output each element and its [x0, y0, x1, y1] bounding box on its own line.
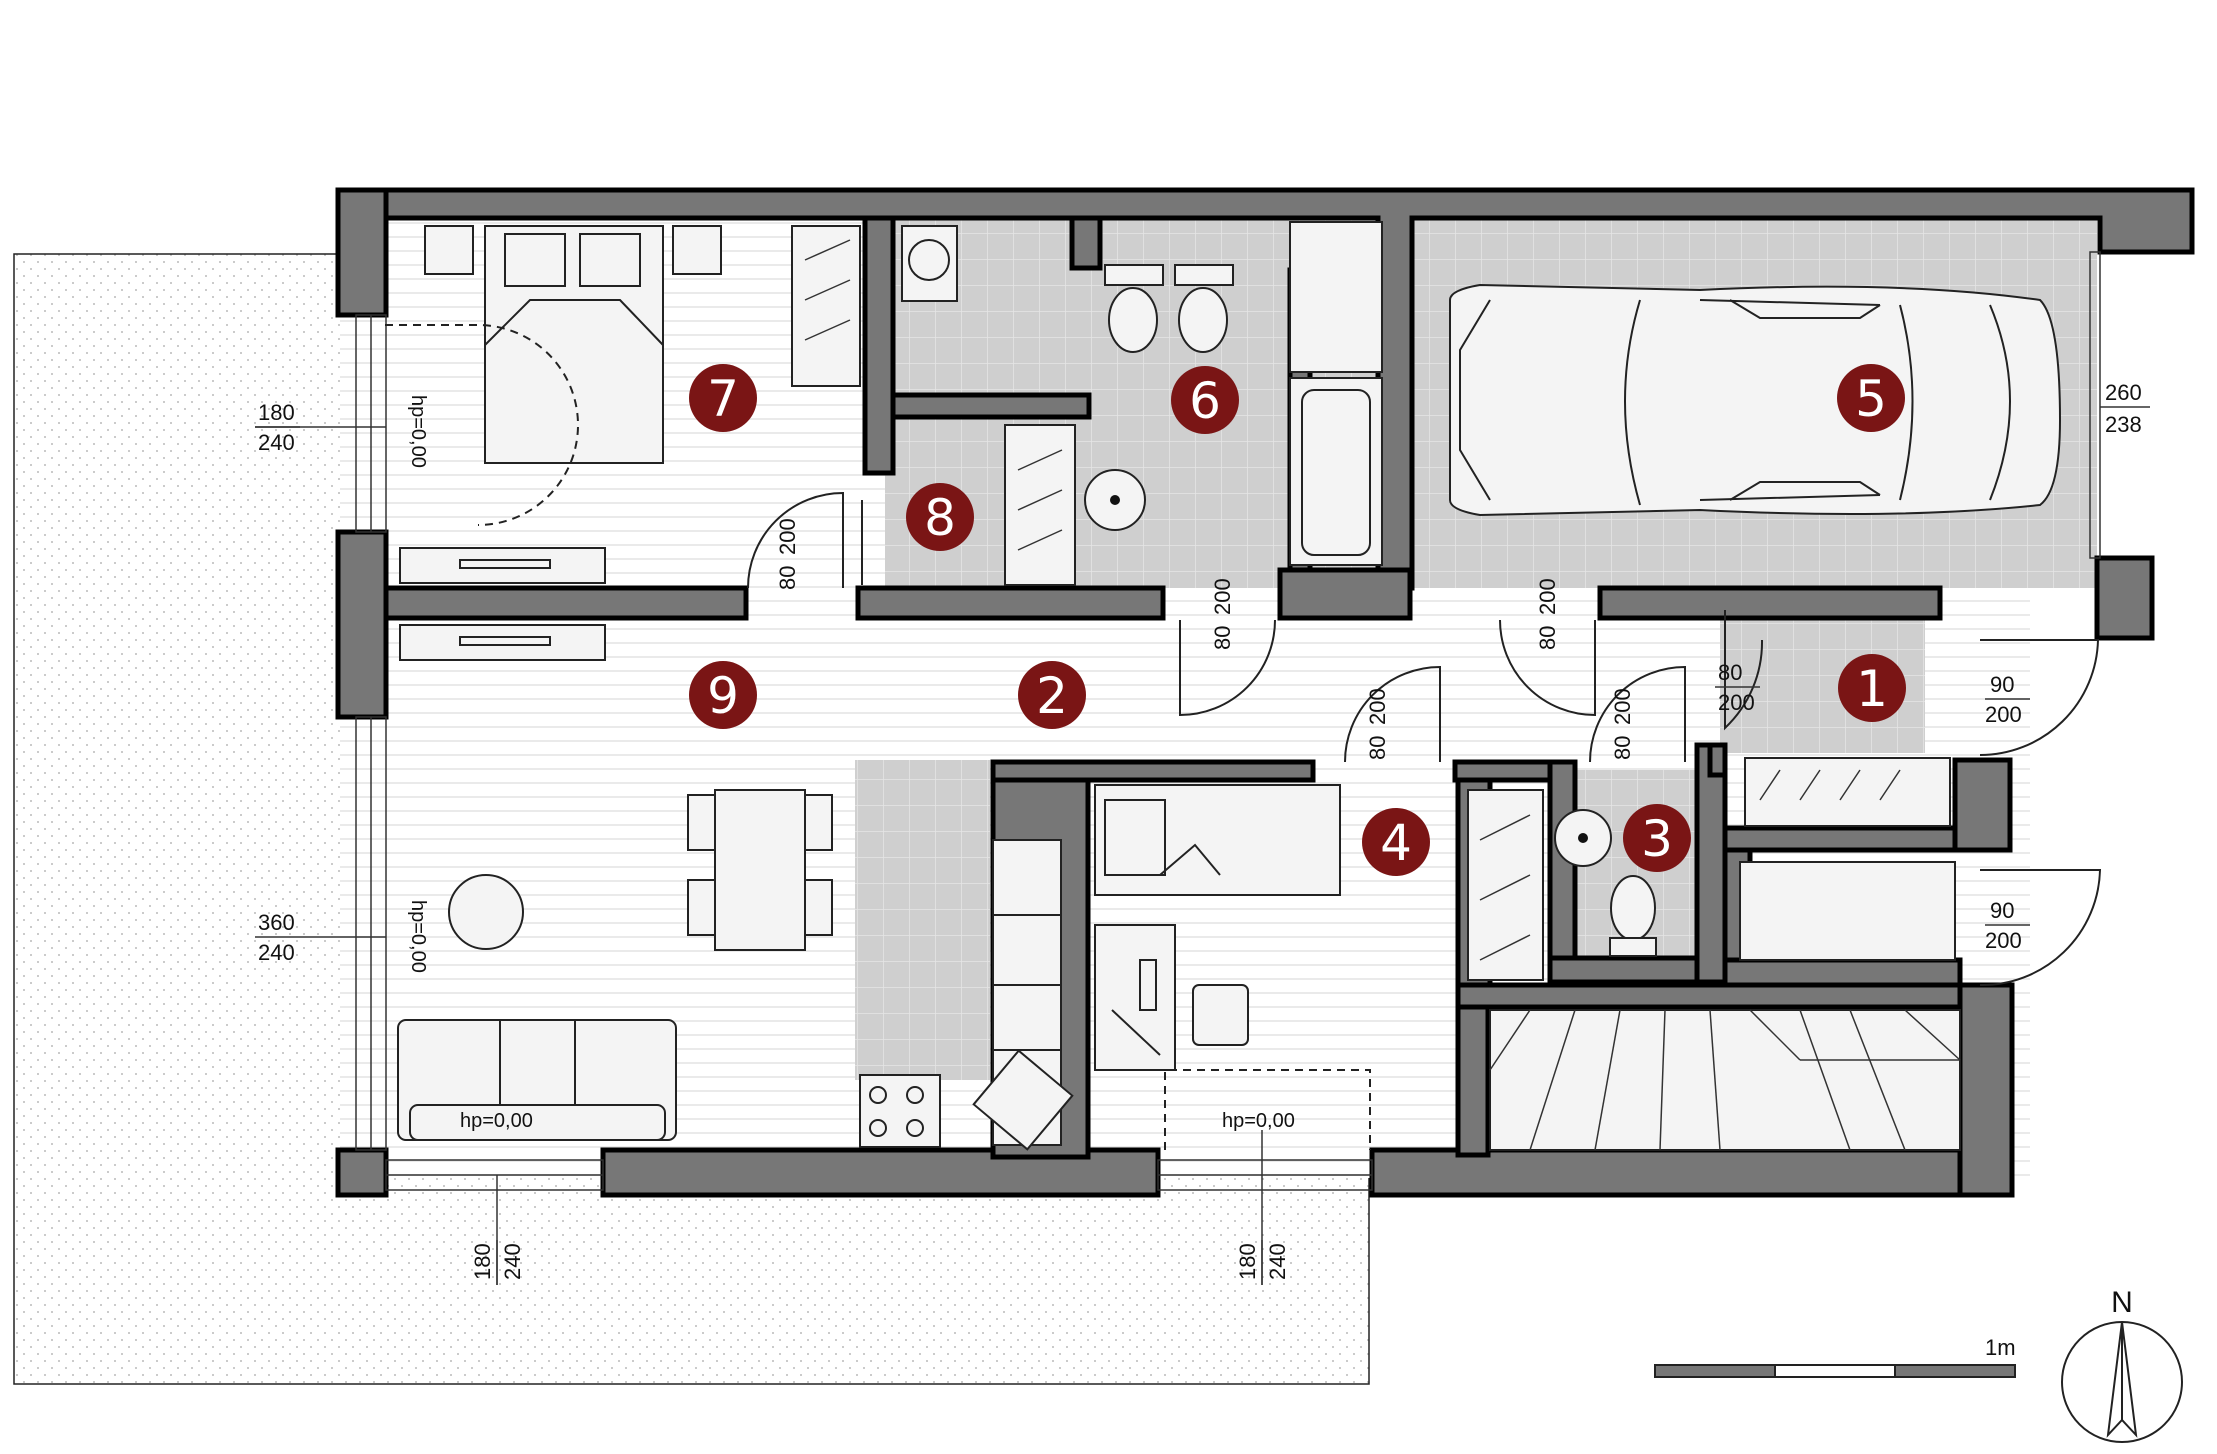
dim-room4-window-w: 180 — [1235, 1243, 1260, 1280]
wardrobe-room4 — [1467, 789, 1544, 981]
toilet-bath — [1108, 287, 1158, 353]
hp-bedroom: hp=0,00 — [407, 395, 429, 468]
dining-table — [714, 789, 806, 951]
north-arrow-icon: N — [2061, 1286, 2183, 1443]
dim-garage-door-h: 238 — [2105, 412, 2142, 437]
room-markers: 1 2 3 4 5 6 7 8 9 — [689, 364, 1906, 876]
scale-label: 1m — [1985, 1335, 2016, 1360]
wardrobe-8 — [1004, 424, 1076, 586]
round-table — [448, 874, 524, 950]
hp-living: hp=0,00 — [407, 900, 429, 973]
dim-door-g-w: 90 — [1990, 672, 2014, 697]
dim-door-a-w: 80 — [775, 566, 800, 590]
room-5-label: 5 — [1855, 370, 1887, 428]
dim-garage-door-w: 260 — [2105, 380, 2142, 405]
hp-labels: hp=0,00 hp=0,00 hp=0,00 hp=0,00 — [407, 395, 1295, 1132]
room-7-label: 7 — [707, 370, 739, 428]
room-6-label: 6 — [1189, 372, 1221, 430]
dim-door-f-h: 200 — [1718, 690, 1755, 715]
dim-door-f-w: 80 — [1718, 660, 1742, 685]
windows — [355, 251, 2101, 1191]
dim-room4-window-h: 240 — [1265, 1243, 1290, 1280]
dim-door-h-w: 90 — [1990, 898, 2014, 923]
dim-bedroom-window-w: 180 — [258, 400, 295, 425]
dim-living-window-h: 240 — [258, 940, 295, 965]
car — [1449, 283, 2062, 517]
bathtub — [1289, 377, 1383, 566]
desk-chair — [1192, 984, 1249, 1046]
closet-entry — [1744, 757, 1951, 827]
room-4-label: 4 — [1380, 814, 1412, 872]
dim-door-c-w: 80 — [1535, 626, 1560, 650]
room-8-label: 8 — [924, 489, 956, 547]
dim-south-window-h: 240 — [500, 1243, 525, 1280]
tile-kitchen — [855, 760, 990, 1080]
kitchen-sink — [972, 1049, 1074, 1151]
hp-sofa: hp=0,00 — [460, 1110, 533, 1132]
dim-door-e-w: 80 — [1610, 736, 1635, 760]
dim-door-b-w: 80 — [1210, 626, 1235, 650]
room-3-label: 3 — [1641, 810, 1673, 868]
dim-door-h-h: 200 — [1985, 928, 2022, 953]
bidet-bath — [1178, 287, 1228, 353]
dim-door-c-h: 200 — [1535, 578, 1560, 615]
desk — [1094, 924, 1176, 1071]
wardrobe-bedroom — [791, 225, 861, 387]
dim-bedroom-window-h: 240 — [258, 430, 295, 455]
dim-door-b-h: 200 — [1210, 578, 1235, 615]
dim-door-e-h: 200 — [1610, 688, 1635, 725]
room-9-label: 9 — [707, 667, 739, 725]
room-2-label: 2 — [1036, 667, 1068, 725]
dimension-labels: 180 240 360 240 180 240 180 240 260 238 … — [255, 380, 2150, 1285]
dim-door-d-h: 200 — [1365, 688, 1390, 725]
hp-room4: hp=0,00 — [1222, 1110, 1295, 1132]
furniture — [397, 221, 2062, 1151]
dim-door-g-h: 200 — [1985, 702, 2022, 727]
toilet-wc — [1610, 875, 1656, 941]
dim-door-d-w: 80 — [1365, 736, 1390, 760]
scale-bar: 1m — [1654, 1335, 2016, 1378]
dim-south-window-w: 180 — [470, 1243, 495, 1280]
stove — [859, 1074, 941, 1148]
doors[interactable] — [385, 324, 2102, 1150]
dim-door-a-h: 200 — [775, 518, 800, 555]
room-1-label: 1 — [1856, 660, 1888, 718]
shower — [1289, 221, 1383, 373]
dim-living-window-w: 360 — [258, 910, 295, 935]
north-label: N — [2111, 1286, 2133, 1319]
staircase — [1489, 1009, 1961, 1151]
